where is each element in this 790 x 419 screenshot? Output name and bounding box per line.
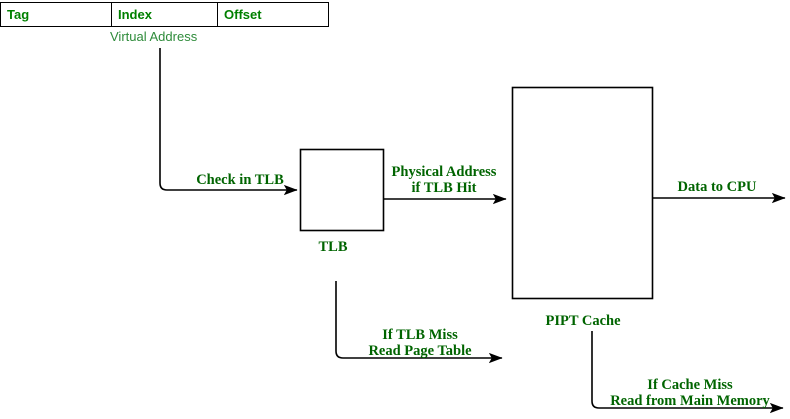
virtual-address-table: Tag Index Offset (0, 2, 329, 27)
edge-label-tlb-miss-line1: If TLB Miss (382, 327, 458, 343)
edge-label-tlb-miss-line2: Read Page Table (368, 343, 472, 359)
edge-label-cache-miss-line2: Read from Main Memory (610, 393, 770, 409)
edge-cache-miss (591, 331, 784, 414)
address-field-tag: Tag (0, 2, 112, 27)
edge-label-physical-address-line2: if TLB Hit (412, 180, 477, 196)
table-row: Tag Index Offset (0, 2, 329, 27)
edge-label-check-in-tlb: Check in TLB (196, 172, 284, 188)
virtual-address-caption: Virtual Address (110, 29, 198, 44)
edge-tlb-miss (335, 281, 503, 364)
block-label-pipt-cache: PIPT Cache (545, 313, 621, 329)
edge-label-data-to-cpu: Data to CPU (678, 179, 757, 195)
block-label-tlb: TLB (318, 239, 347, 255)
edge-check-in-tlb (159, 48, 298, 196)
block-tlb (299, 148, 385, 232)
address-field-offset: Offset (217, 2, 329, 27)
edge-label-cache-miss-line1: If Cache Miss (647, 377, 733, 393)
block-pipt-cache (511, 86, 654, 300)
edge-label-physical-address-line1: Physical Address (392, 164, 497, 180)
